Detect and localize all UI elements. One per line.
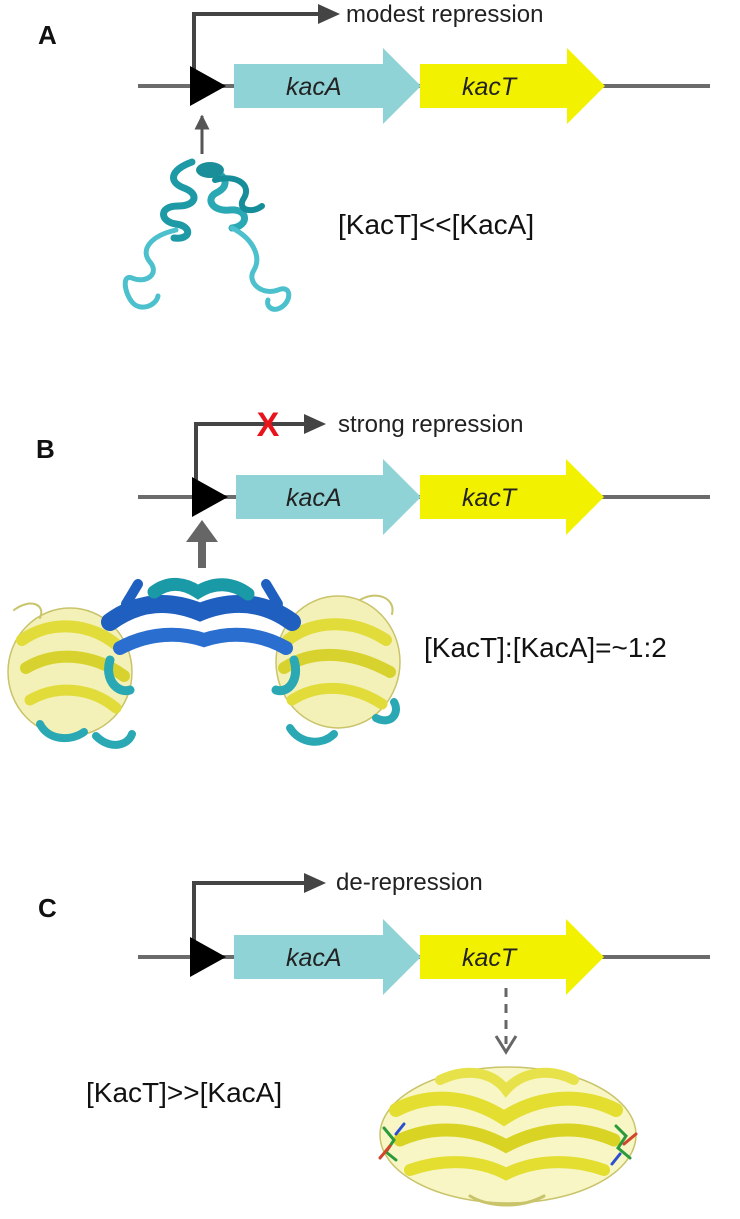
panel-b-kacT-gene [420,459,604,535]
panel-b-kacT-left-protein [7,602,136,749]
panel-c-dashed-arrowhead [494,1035,518,1055]
panel-a-label: A [38,20,57,50]
panel-a: A modest repression kacA kacT [KacT]<<[K… [38,1,710,312]
panel-c-transcription-arrowhead [304,873,326,893]
panel-b-binding-arrowhead [186,520,218,542]
panel-a-kacA-label: kacA [286,73,342,101]
panel-b-promoter-icon [192,477,228,517]
panel-b: B X strong repression kacA kacT [7,406,710,749]
panel-a-transcription-arrowhead [318,4,340,24]
panel-b-kacT-label: kacT [462,484,518,512]
panel-a-transcription-arrow [192,12,320,80]
panel-b-kacA-dimer [101,578,301,696]
panel-a-kacA-gene [234,48,421,124]
panel-b-kacA-label: kacA [286,484,342,512]
panel-c: C de-repression kacA kacT [38,869,710,1207]
panel-c-transcription-label: de-repression [336,869,483,896]
panel-a-transcription-label: modest repression [346,1,543,28]
panel-c-ratio-text: [KacT]>>[KacA] [86,1077,282,1108]
panel-c-promoter-icon [190,937,226,977]
panel-a-kacT-gene [420,48,605,124]
panel-a-ratio-text: [KacT]<<[KacA] [338,209,534,240]
panel-c-ligand-right [610,1124,638,1166]
panel-b-block-x-icon: X [257,406,280,444]
panel-c-label: C [38,893,57,923]
panel-c-kacT-gene [420,919,604,995]
panel-b-complex-structure [7,578,401,749]
panel-c-kacA-gene [234,919,421,995]
panel-c-kacA-label: kacA [286,944,342,972]
panel-b-transcription-arrow [194,422,306,490]
panel-c-kacT-dimer-structure [378,1066,638,1207]
panel-a-kacA-dimer-structure [122,158,292,312]
panel-b-kacA-gene [236,459,421,535]
panel-b-transcription-arrowhead [304,414,326,434]
panel-b-label: B [36,434,55,464]
panel-b-ratio-text: [KacT]:[KacA]=~1:2 [424,632,667,663]
panel-c-kacT-label: kacT [462,944,518,972]
panel-b-kacT-right-protein [275,594,401,746]
panel-a-promoter-icon [190,66,226,106]
panel-b-transcription-label: strong repression [338,411,523,438]
panel-a-kacT-label: kacT [462,73,518,101]
panel-c-ligand-left [378,1122,406,1162]
panel-c-transcription-arrow [192,881,306,950]
